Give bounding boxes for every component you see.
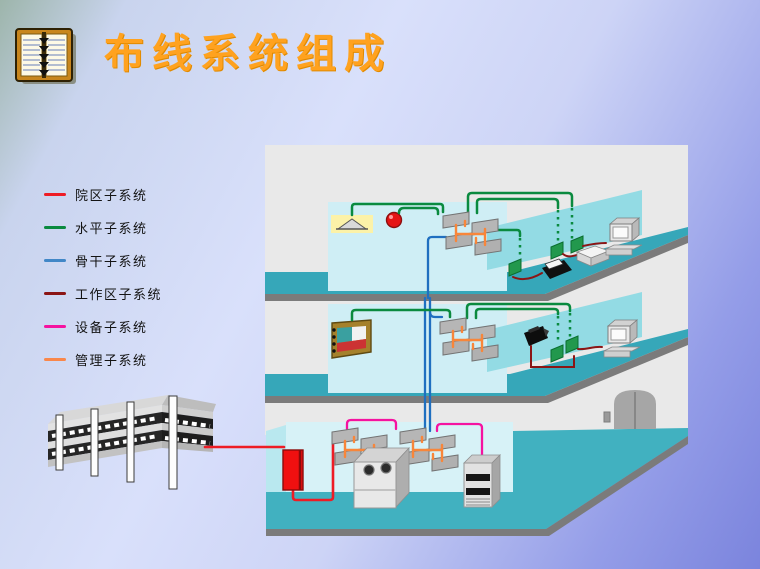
slide-header: 布线系统组成 bbox=[14, 26, 392, 86]
legend-item-workarea: 工作区子系统 bbox=[44, 285, 163, 303]
printer-icon bbox=[575, 245, 611, 267]
office-building-icon bbox=[48, 395, 216, 490]
workarea-cables-floor2 bbox=[530, 345, 603, 368]
legend-label: 工作区子系统 bbox=[75, 287, 163, 303]
horizontal-cables-floor3 bbox=[350, 191, 574, 258]
telephone-icon bbox=[542, 258, 572, 279]
legend-color-line bbox=[44, 192, 66, 196]
security-camera bbox=[524, 326, 549, 346]
ceiling-lamp bbox=[331, 215, 373, 233]
fire-alarm-ball bbox=[385, 211, 403, 229]
wall-picture bbox=[331, 319, 372, 359]
legend-label: 院区子系统 bbox=[75, 188, 148, 204]
legend-label: 水平子系统 bbox=[75, 221, 148, 237]
legend-label: 设备子系统 bbox=[75, 320, 148, 336]
horizontal-cables-floor2 bbox=[350, 302, 572, 350]
page-title: 布线系统组成 bbox=[104, 30, 392, 77]
backbone-cable bbox=[423, 235, 448, 433]
legend: 院区子系统 水平子系统 骨干子系统 工作区子系统 设备子系统 管理子系统 bbox=[44, 186, 163, 369]
campus-cable bbox=[203, 435, 335, 502]
legend-item-equipment: 设备子系统 bbox=[44, 318, 162, 336]
legend-item-management: 管理子系统 bbox=[44, 351, 162, 369]
legend-label: 管理子系统 bbox=[75, 353, 148, 369]
entrance-facility-box bbox=[282, 449, 304, 491]
server-rack bbox=[463, 454, 501, 508]
workarea-cables-floor3 bbox=[512, 242, 607, 281]
legend-item-campus: 院区子系统 bbox=[44, 186, 162, 204]
legend-color-line bbox=[44, 324, 66, 328]
pbx-cabinet bbox=[353, 446, 410, 509]
legend-color-line bbox=[44, 291, 66, 295]
open-book-icon bbox=[15, 28, 76, 84]
legend-color-line bbox=[44, 357, 66, 361]
legend-label: 骨干子系统 bbox=[75, 254, 148, 270]
legend-color-line bbox=[44, 258, 66, 262]
legend-item-backbone: 骨干子系统 bbox=[44, 252, 162, 270]
legend-item-horizontal: 水平子系统 bbox=[44, 219, 162, 237]
legend-color-line bbox=[44, 225, 66, 229]
door-icon bbox=[603, 390, 656, 429]
